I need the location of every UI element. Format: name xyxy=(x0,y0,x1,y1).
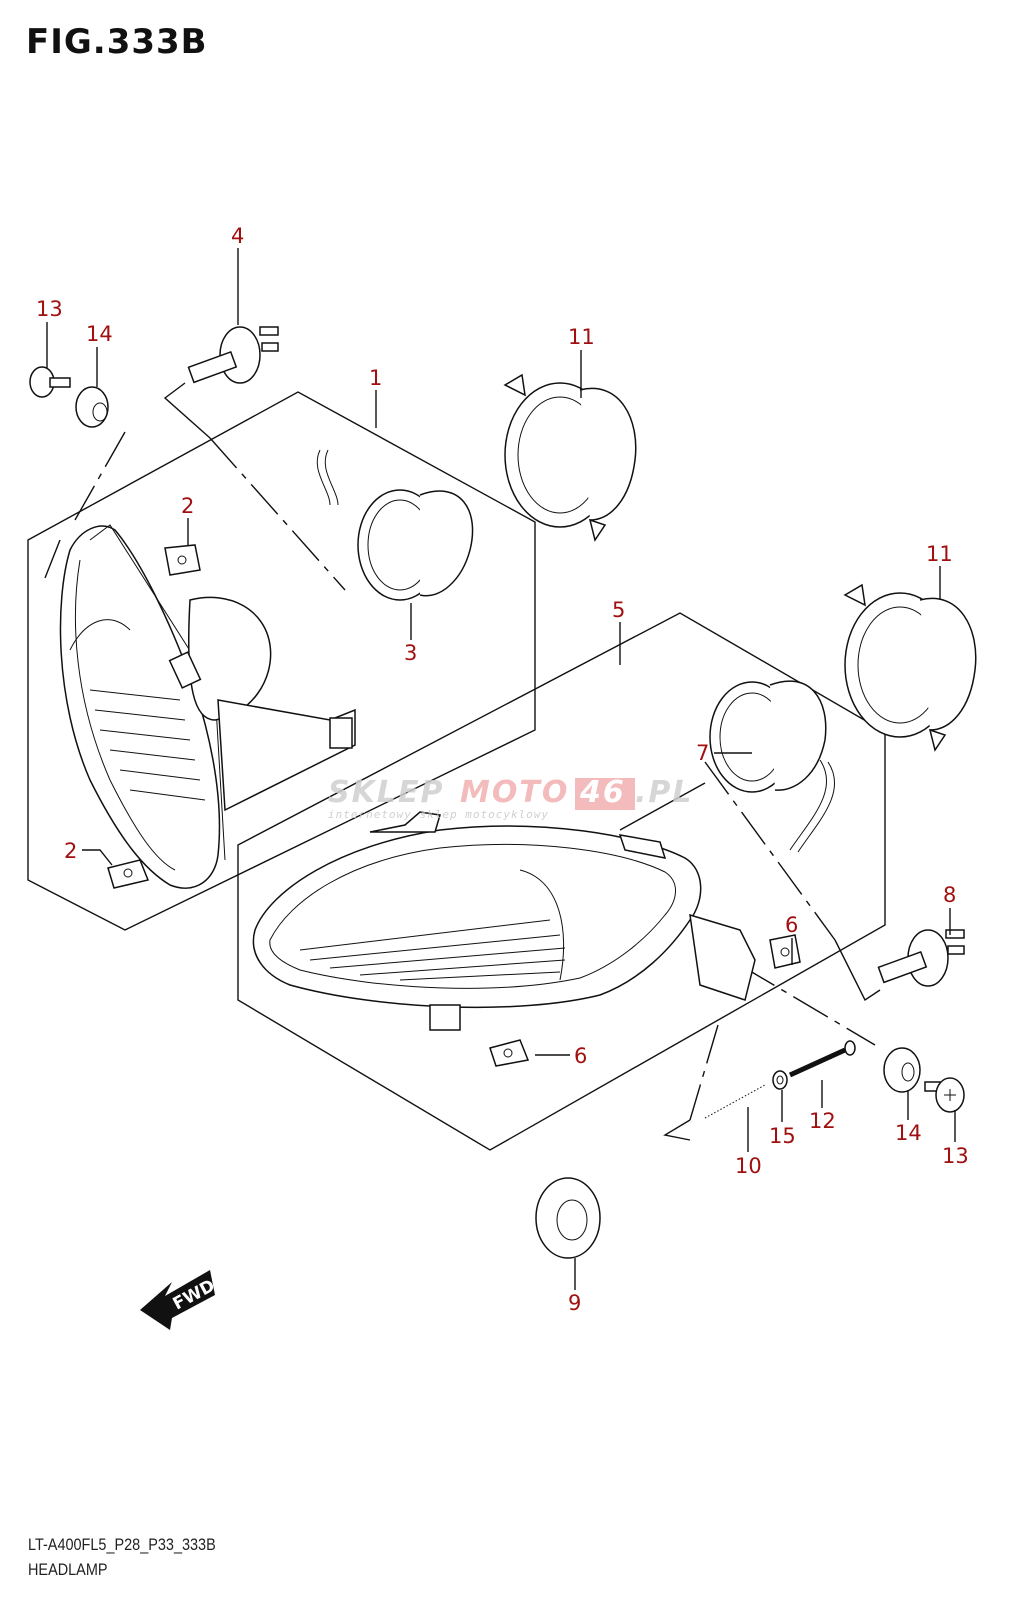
forward-direction-arrow: FWD xyxy=(140,1270,218,1330)
dash-line-4-to-3 xyxy=(209,437,346,591)
dash-line-housing-to-14 xyxy=(739,964,876,1046)
retaining-ring-11-upper xyxy=(503,373,637,542)
callout-7: 7 xyxy=(696,741,709,765)
dash-line-5-to-8 xyxy=(704,761,836,941)
callout-6-upper: 6 xyxy=(785,913,798,937)
callout-15: 15 xyxy=(769,1124,796,1148)
callout-1: 1 xyxy=(369,366,382,390)
watermark-brand-sklep: SKLEP xyxy=(328,775,444,810)
leader-lines xyxy=(46,248,956,1290)
seal-ring-9 xyxy=(535,1177,601,1259)
dash-line-14-to-1 xyxy=(74,431,126,521)
watermark: SKLEP MOTO 46 .PL internetowy sklep moto… xyxy=(328,775,694,821)
model-code: LT-A400FL5_P28_P33_333B xyxy=(28,1535,216,1554)
socket-3 xyxy=(316,449,474,601)
callout-13-left: 13 xyxy=(36,297,63,321)
clip-nut-6-upper xyxy=(769,934,801,969)
clip-nut-6-lower xyxy=(489,1039,530,1067)
watermark-tagline: internetowy sklep motocyklowy xyxy=(328,808,549,821)
callout-11-upper: 11 xyxy=(568,325,595,349)
spring-10 xyxy=(704,1084,766,1119)
bulb-4 xyxy=(187,326,279,384)
callout-10: 10 xyxy=(735,1154,762,1178)
callout-13-right: 13 xyxy=(942,1144,969,1168)
dash-line-10-bracket xyxy=(689,1024,719,1121)
retaining-ring-11-lower xyxy=(843,583,977,752)
bracket-10 xyxy=(663,1119,691,1141)
figure-title: FIG.333B xyxy=(26,22,208,62)
callout-6-lower: 6 xyxy=(574,1044,587,1068)
callout-2-upper: 2 xyxy=(181,494,194,518)
watermark-brand-46: 46 xyxy=(579,775,626,810)
headlamp-housing-5 xyxy=(252,811,756,1031)
dash-line-7-to-housing xyxy=(619,782,706,831)
headlamp-housing-1 xyxy=(59,524,356,889)
bulb-8 xyxy=(877,929,965,987)
callout-8: 8 xyxy=(943,883,956,907)
washer-15 xyxy=(772,1070,788,1090)
callout-2-lower: 2 xyxy=(64,839,77,863)
grommet-14-left xyxy=(75,386,109,428)
callout-4: 4 xyxy=(231,224,244,248)
adjusting-screw-12 xyxy=(788,1040,856,1078)
socket-7 xyxy=(709,680,835,853)
callout-9: 9 xyxy=(568,1291,581,1315)
watermark-brand-moto: MOTO xyxy=(460,775,569,810)
callout-11-lower: 11 xyxy=(926,542,953,566)
watermark-brand-pl: .PL xyxy=(635,775,694,810)
assembly-1-frame xyxy=(27,391,536,931)
bracket-8 xyxy=(834,939,881,1002)
callout-5: 5 xyxy=(612,598,625,622)
section-name: HEADLAMP xyxy=(28,1560,108,1579)
dash-line-13-left xyxy=(44,539,61,579)
callout-14-left: 14 xyxy=(86,322,113,346)
assembly-5-frame xyxy=(237,612,886,1151)
bracket-4 xyxy=(163,382,211,439)
callout-14-right: 14 xyxy=(895,1121,922,1145)
clip-nut-2-lower xyxy=(107,859,150,889)
callout-12: 12 xyxy=(809,1109,836,1133)
callout-3: 3 xyxy=(404,641,417,665)
clip-nut-2-upper xyxy=(164,544,201,576)
screw-13-right xyxy=(924,1077,965,1113)
screw-13-left xyxy=(29,366,71,398)
grommet-14-right xyxy=(883,1047,921,1093)
